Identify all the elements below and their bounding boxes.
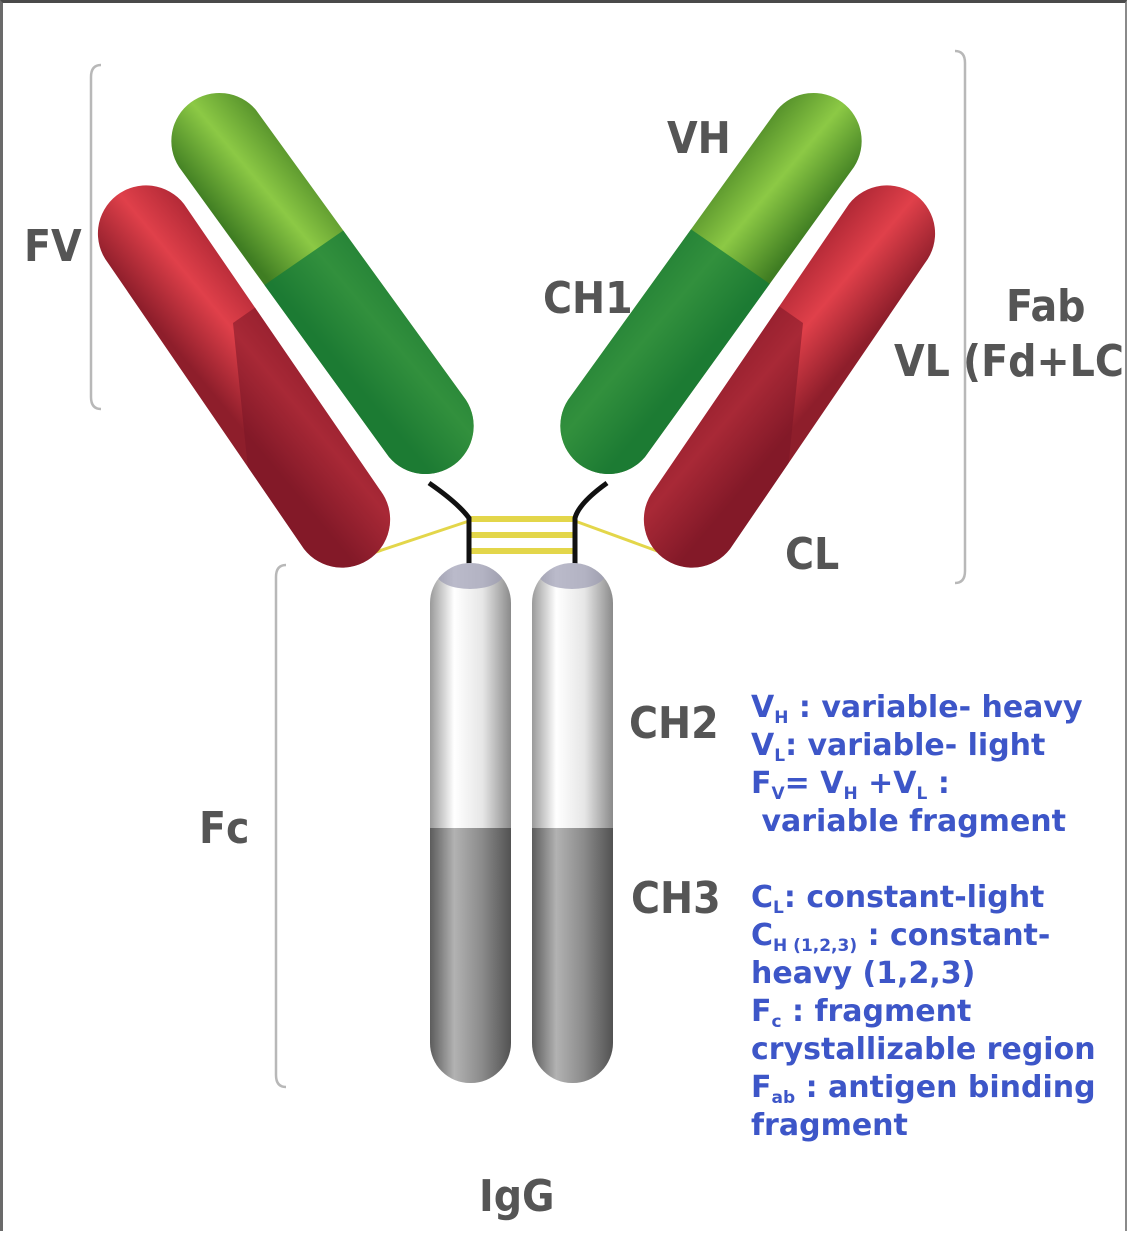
legend-cl-symbol: C [751,880,773,915]
label-igg: IgG [479,1171,555,1222]
legend-fv-subscript-h: H [843,784,857,804]
legend-cl-text: : constant-light [784,880,1045,915]
label-fab-sub: (Fd+LC) [963,336,1127,387]
label-vl: VL [894,336,950,387]
legend-fc-subscript: c [772,1012,782,1032]
legend-ch-text: : constant- [857,918,1050,953]
legend-ch: CH (1,2,3) : constant- [751,917,1126,955]
legend-fc: Fc : fragment [751,993,1126,1031]
legend-cl-subscript: L [773,898,784,918]
legend-fab-continued: fragment [751,1107,1126,1145]
legend-vl-subscript: L [774,746,785,766]
legend-vh-symbol: V [751,690,774,725]
legend-vh-text: : variable- heavy [788,690,1082,725]
label-vh: VH [667,113,731,164]
legend-fab: Fab : antigen binding [751,1069,1126,1107]
legend-vl-text: : variable- light [785,728,1045,763]
legend-fv: FV= VH +VL : [751,765,1126,803]
legend-spacer [751,841,1126,879]
hinge-left [429,483,469,568]
fc-stem-right [532,557,613,1083]
label-ch1: CH1 [543,273,633,324]
legend-fv-subscript: V [772,784,785,804]
legend-fc-text: : fragment [782,994,972,1029]
legend-ch-continued: heavy (1,2,3) [751,955,1126,993]
label-cl: CL [785,529,839,580]
legend-vl: VL: variable- light [751,727,1126,765]
legend-fv-subscript-l: L [917,784,928,804]
legend-fc-symbol: F [751,994,772,1029]
fab-bracket [955,51,965,583]
fc-right-ch2-domain [532,563,613,828]
fc-bracket [276,565,286,1087]
legend-fv-description: variable fragment [751,803,1126,841]
legend-ch-symbol: C [751,918,773,953]
legend-vh-subscript: H [774,708,788,728]
legend-fab-symbol: F [751,1070,772,1105]
fc-left-ch2-domain [430,563,511,828]
label-fab: Fab [1006,281,1086,332]
legend-ch-subscript: H (1,2,3) [773,936,857,956]
legend-fab-subscript: ab [772,1088,796,1108]
label-ch3: CH3 [631,873,721,924]
fc-right-top-shade [538,557,606,589]
label-fc: Fc [199,803,250,854]
fc-right-ch3-domain [532,828,613,1083]
legend-definitions: VH : variable- heavy VL: variable- light… [751,689,1126,1145]
fc-left-ch3-domain [430,828,511,1083]
legend-fab-text: : antigen binding [795,1070,1095,1105]
legend-fv-plus: +V [858,766,917,801]
label-ch2: CH2 [629,698,719,749]
legend-fv-colon: : [927,766,949,801]
hinge-disulfide-bonds [343,483,690,568]
label-fv: FV [24,221,82,272]
legend-fv-equals: = V [785,766,844,801]
legend-cl: CL: constant-light [751,879,1126,917]
legend-vh: VH : variable- heavy [751,689,1126,727]
legend-fc-continued: crystallizable region [751,1031,1126,1069]
fc-stem-left [430,557,511,1083]
legend-fv-symbol: F [751,766,772,801]
legend-vl-symbol: V [751,728,774,763]
